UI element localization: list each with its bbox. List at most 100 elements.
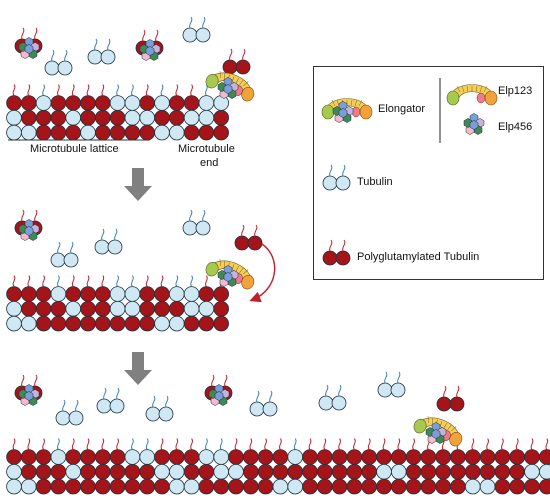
lattice-subunit xyxy=(479,463,496,480)
lattice-subunit xyxy=(109,315,126,332)
lattice-subunit xyxy=(272,449,289,465)
lattice-subunit xyxy=(213,300,230,317)
lattice-subunit xyxy=(390,478,407,495)
lattice-subunit xyxy=(213,463,230,480)
lattice-subunit xyxy=(198,300,215,317)
lattice-subunit xyxy=(6,124,22,141)
lattice-subunit xyxy=(169,449,185,465)
ctail xyxy=(57,84,60,96)
lattice-subunit xyxy=(109,110,126,126)
lattice-subunit xyxy=(139,124,156,141)
lattice-subunit xyxy=(124,463,141,480)
lattice-subunit xyxy=(20,286,37,302)
free-tubulin xyxy=(318,384,347,411)
panel-3-lattice xyxy=(6,438,550,495)
lattice-subunit xyxy=(464,463,481,480)
legend-elp123-label: Elp123 xyxy=(498,85,533,97)
lattice-subunit xyxy=(228,478,244,495)
lattice-subunit xyxy=(95,124,111,141)
lattice-subunit xyxy=(35,110,52,126)
ctail xyxy=(515,438,519,450)
lattice-subunit xyxy=(35,95,52,111)
lattice-subunit xyxy=(316,463,333,480)
lattice-subunit xyxy=(65,478,81,495)
lattice-subunit xyxy=(80,300,96,317)
lattice-subunit xyxy=(65,286,81,302)
ctail xyxy=(219,438,223,450)
lattice-subunit xyxy=(539,449,550,465)
elp456-complex xyxy=(139,39,161,61)
lattice-subunit xyxy=(35,478,52,495)
lattice-subunit xyxy=(331,449,348,465)
lattice-subunit xyxy=(20,300,37,317)
lattice-subunit xyxy=(316,449,333,465)
lattice-subunit xyxy=(95,110,111,126)
lattice-subunit xyxy=(139,478,156,495)
lattice-subunit xyxy=(139,110,156,126)
lattice-subunit xyxy=(124,110,141,126)
lattice-subunit xyxy=(316,478,333,495)
elp456-complex xyxy=(217,77,239,99)
free-tubulin xyxy=(50,241,79,268)
lattice-subunit xyxy=(139,286,156,302)
lattice-subunit xyxy=(50,300,67,317)
lattice-subunit xyxy=(20,449,37,465)
lattice-subunit xyxy=(228,449,244,465)
lattice-subunit xyxy=(213,315,230,332)
legend-elp456-label: Elp456 xyxy=(498,121,533,133)
lattice-subunit xyxy=(80,315,96,332)
elp456-complex xyxy=(463,113,485,135)
lattice-subunit xyxy=(183,110,200,126)
lattice-subunit xyxy=(450,463,466,480)
lattice-subunit xyxy=(539,464,550,480)
free-tubulin xyxy=(96,387,125,414)
ctail xyxy=(175,275,179,287)
elp456-complex xyxy=(425,422,447,444)
lattice-subunit xyxy=(331,478,348,495)
lattice-subunit xyxy=(494,463,511,480)
ctail xyxy=(323,438,327,450)
lattice-subunit xyxy=(198,463,215,480)
lattice-subunit xyxy=(198,95,215,111)
lattice-subunit xyxy=(154,463,170,480)
ctail xyxy=(205,275,208,287)
elongator-complex xyxy=(205,259,255,290)
ctail xyxy=(367,438,371,450)
lattice-subunit xyxy=(124,95,141,111)
lattice-subunit xyxy=(346,478,363,495)
ctail xyxy=(293,438,297,450)
lattice-subunit xyxy=(479,478,496,495)
lattice-subunit xyxy=(183,449,200,465)
ctail xyxy=(501,438,504,450)
lattice-subunit xyxy=(109,300,126,317)
lattice-subunit xyxy=(6,449,22,465)
lattice-subunit xyxy=(154,449,170,465)
legend-box xyxy=(313,66,544,280)
lattice-subunit xyxy=(257,478,274,495)
free-tubulin xyxy=(436,385,465,412)
ctail xyxy=(116,275,119,287)
lattice-subunit xyxy=(169,124,185,141)
lattice-subunit xyxy=(95,449,111,465)
ctail xyxy=(57,275,60,287)
ctail xyxy=(382,438,386,450)
lattice-subunit xyxy=(509,449,526,465)
lattice-subunit xyxy=(50,449,67,465)
lattice-subunit xyxy=(257,463,274,480)
lattice-subunit xyxy=(6,95,22,111)
lattice-subunit xyxy=(228,463,244,480)
lattice-subunit xyxy=(435,463,452,480)
lattice-subunit xyxy=(361,478,378,495)
ctail xyxy=(42,84,45,96)
lattice-subunit xyxy=(243,478,259,495)
lattice-subunit xyxy=(139,463,156,480)
ctail xyxy=(249,438,253,450)
lattice-subunit xyxy=(20,110,37,126)
lattice-subunit xyxy=(124,449,141,465)
lattice-subunit xyxy=(390,463,407,480)
lattice-subunit xyxy=(198,315,215,332)
elp123-complex xyxy=(321,98,373,120)
ctail xyxy=(42,275,45,287)
ctail xyxy=(71,438,75,450)
legend-icons xyxy=(321,84,498,266)
